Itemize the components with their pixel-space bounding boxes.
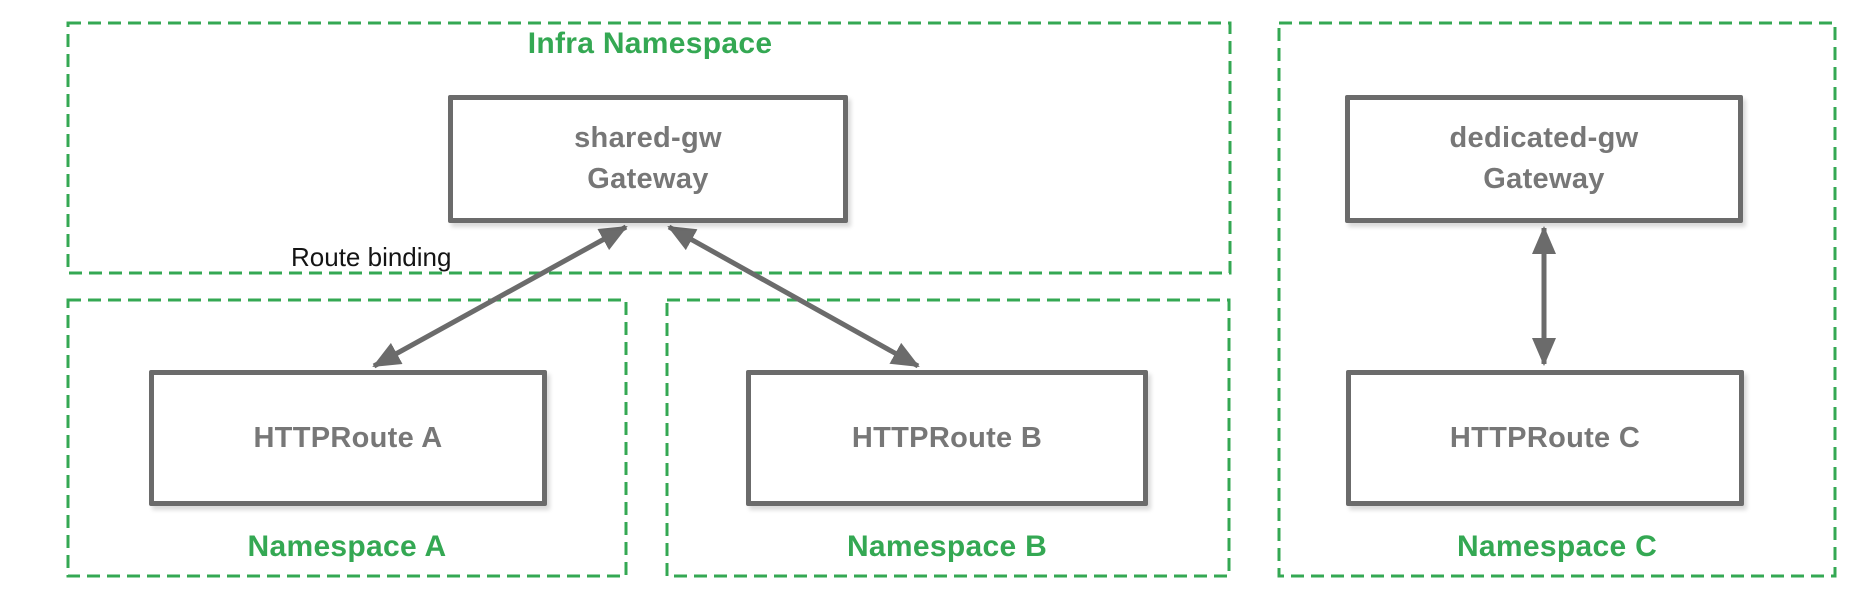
httproute-b-label: HTTPRoute B [851, 421, 1043, 454]
dedicated-gw-gateway-kind: Gateway [1483, 163, 1605, 195]
httproute-c-node: HTTPRoute C [1346, 370, 1744, 506]
shared-gw-gateway-name: shared-gw [574, 122, 722, 155]
namespace-b-title: Namespace B [846, 530, 1048, 563]
httproute-b-node: HTTPRoute B [746, 370, 1148, 506]
httproute-a-node: HTTPRoute A [149, 370, 547, 506]
dedicated-gw-gateway-name: dedicated-gw [1449, 122, 1639, 155]
dedicated-gw-gateway-node: dedicated-gw Gateway [1345, 95, 1743, 223]
shared-gw-gateway-kind: Gateway [587, 163, 709, 195]
shared-gw-gateway-node: shared-gw Gateway [448, 95, 848, 223]
httproute-a-label: HTTPRoute A [253, 421, 443, 454]
namespace-a-title: Namespace A [247, 530, 447, 563]
edge-shared-gw-to-httproute-b [667, 224, 920, 369]
namespace-c-title: Namespace C [1456, 530, 1658, 563]
httproute-c-label: HTTPRoute C [1449, 421, 1641, 454]
infra-namespace-title: Infra Namespace [527, 27, 773, 60]
route-binding-label: Route binding [291, 242, 452, 272]
